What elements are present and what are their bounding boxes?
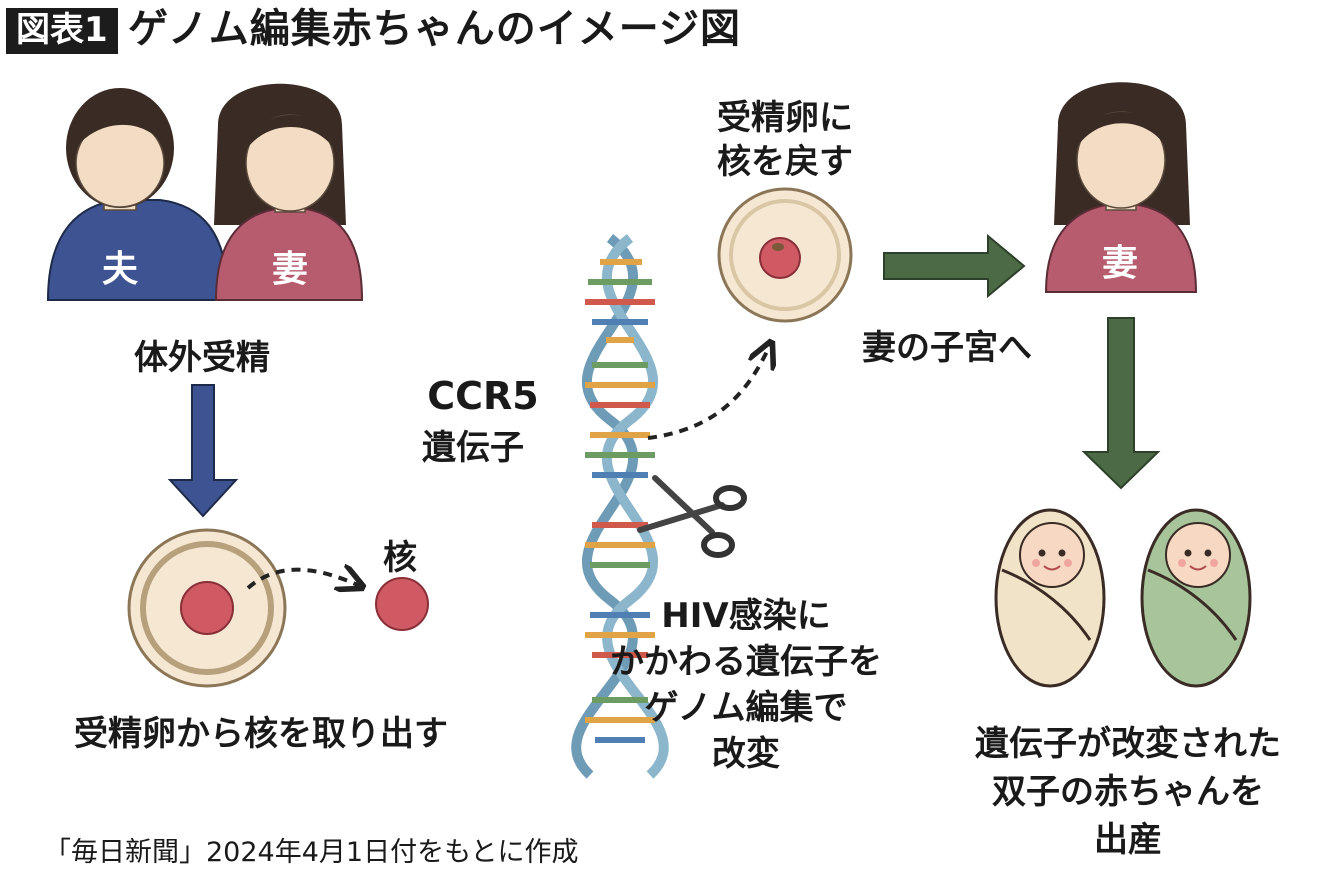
birth-line3: 出産: [1094, 820, 1162, 860]
edit-line1: HIV感染に: [661, 596, 831, 636]
dashed-arrow-to-nucleus: [246, 570, 360, 588]
green-right-arrow: [883, 233, 1026, 299]
birth-line2: 双子の赤ちゃんを: [992, 772, 1264, 812]
husband-label: 夫: [101, 249, 138, 290]
extract-label: 受精卵から核を取り出す: [74, 714, 448, 754]
baby-icon-beige: [994, 508, 1106, 688]
egg-cell-icon: [127, 528, 287, 688]
wife-label: 妻: [271, 249, 308, 290]
egg-cell-returned-icon: [717, 187, 853, 323]
figure-title: ゲノム編集赤ちゃんのイメージ図: [128, 6, 741, 52]
to-uterus-label: 妻の子宮へ: [862, 328, 1032, 368]
gene-suffix-label: 遺伝子: [422, 428, 524, 468]
wife-right-label: 妻: [1101, 243, 1138, 284]
birth-line1: 遺伝子が改変された: [975, 724, 1281, 764]
wife-figure-left: [214, 83, 364, 301]
husband-figure: [46, 88, 230, 301]
edit-line2: かかわる遺伝子を: [610, 642, 882, 682]
baby-icon-green: [1140, 508, 1252, 688]
return-line1: 受精卵に: [717, 98, 853, 138]
figure-label: 図表1: [6, 8, 118, 54]
edit-line3: ゲノム編集で: [644, 688, 848, 728]
scissors-icon: [637, 475, 747, 558]
return-line2: 核を戻す: [717, 142, 853, 182]
wife-figure-right: [1044, 82, 1198, 293]
dashed-arrow-to-egg: [647, 345, 770, 440]
gene-name-label: CCR5: [427, 374, 539, 418]
source-note: 「毎日新聞」2024年4月1日付をもとに作成: [44, 837, 579, 868]
nucleus-label: 核: [383, 538, 417, 578]
blue-down-arrow: [167, 384, 239, 518]
green-down-arrow: [1081, 317, 1161, 490]
dna-helix-icon: [571, 234, 669, 779]
nucleus-icon: [375, 577, 429, 631]
ivf-label: 体外受精: [134, 338, 270, 378]
edit-line4: 改変: [712, 734, 780, 774]
